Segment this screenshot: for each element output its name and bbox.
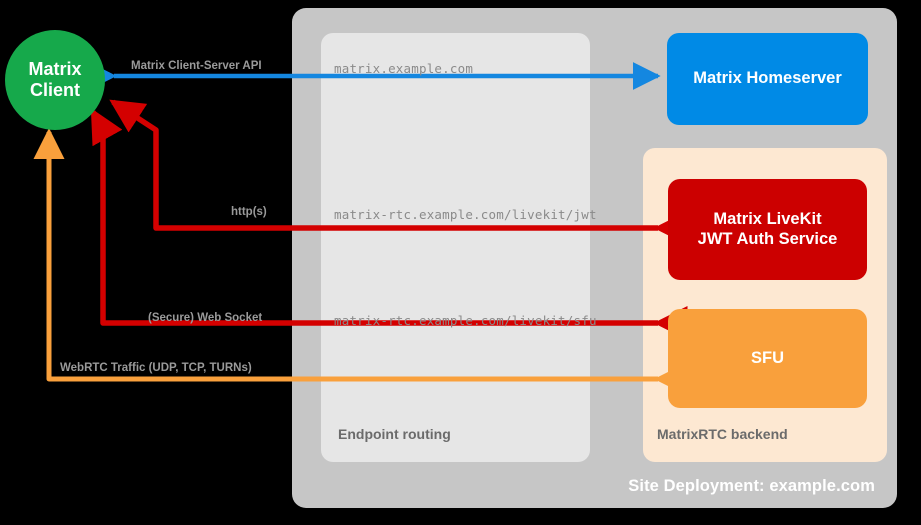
endpoint-routing-label: Endpoint routing — [338, 426, 451, 442]
matrix-client-label-line2: Client — [29, 80, 80, 100]
endpoint-url-jwt: matrix-rtc.example.com/livekit/jwt — [334, 207, 597, 222]
node-sfu: SFU — [668, 309, 867, 408]
livekit-jwt-label-line2: JWT Auth Service — [697, 229, 838, 248]
livekit-jwt-label-line1: Matrix LiveKit — [713, 210, 822, 229]
sfu-label: SFU — [751, 348, 784, 367]
connection-label-webrtc: WebRTC Traffic (UDP, TCP, TURNs) — [60, 362, 252, 374]
endpoint-url-matrix: matrix.example.com — [334, 61, 474, 76]
site-deployment-label: Site Deployment: example.com — [628, 477, 875, 495]
connection-label-client-server-api: Matrix Client-Server API — [131, 60, 262, 72]
endpoint-url-sfu: matrix-rtc.example.com/livekit/sfu — [334, 313, 597, 328]
connection-label-https: http(s) — [231, 206, 267, 218]
node-livekit-jwt-auth-service: Matrix LiveKit JWT Auth Service — [668, 179, 867, 280]
matrixrtc-backend-label: MatrixRTC backend — [657, 426, 788, 442]
endpoint-routing-container: Endpoint routing — [321, 33, 590, 462]
matrix-client-label-line1: Matrix — [28, 58, 82, 79]
matrix-homeserver-label: Matrix Homeserver — [693, 69, 842, 88]
connection-label-websocket: (Secure) Web Socket — [148, 312, 263, 324]
node-matrix-homeserver: Matrix Homeserver — [667, 33, 868, 125]
node-matrix-client: Matrix Client — [5, 30, 105, 130]
